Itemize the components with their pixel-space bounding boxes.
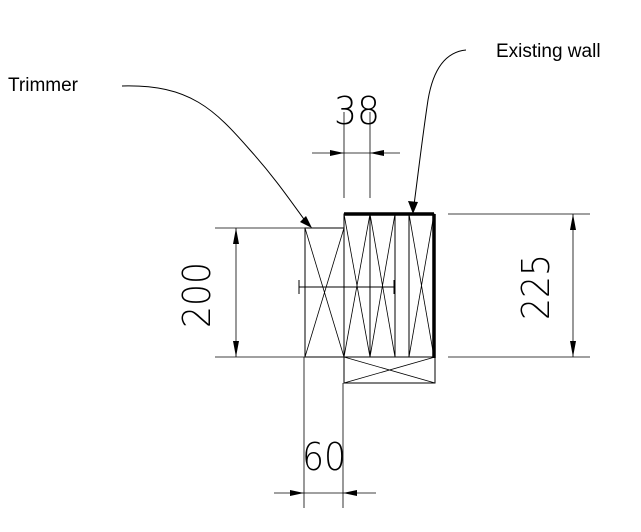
trimmer-leader-line xyxy=(121,85,307,223)
dimension-right-text: 225 xyxy=(514,254,558,320)
existing-wall-arrowhead xyxy=(408,201,418,214)
existing-wall-studs xyxy=(343,213,435,358)
dimension-top-38: 38 xyxy=(312,89,400,198)
dimension-bottom-60: 60 xyxy=(274,357,376,508)
dimension-left-200: 200 xyxy=(175,227,306,358)
existing-wall-label: Existing wall xyxy=(496,41,601,62)
dimension-top-text: 38 xyxy=(334,89,380,133)
trimmer-label: Trimmer xyxy=(8,75,79,96)
dimension-bottom-text: 60 xyxy=(302,435,346,479)
fixing-bolt xyxy=(298,280,395,294)
existing-wall-leader-line xyxy=(413,49,467,206)
trimmer-arrowhead xyxy=(300,216,312,228)
dimension-left-text: 200 xyxy=(175,262,219,328)
bottom-plate xyxy=(343,356,436,384)
trimmer-stud xyxy=(304,227,345,358)
existing-wall-outline xyxy=(344,212,436,358)
dimension-right-225: 225 xyxy=(448,213,590,358)
